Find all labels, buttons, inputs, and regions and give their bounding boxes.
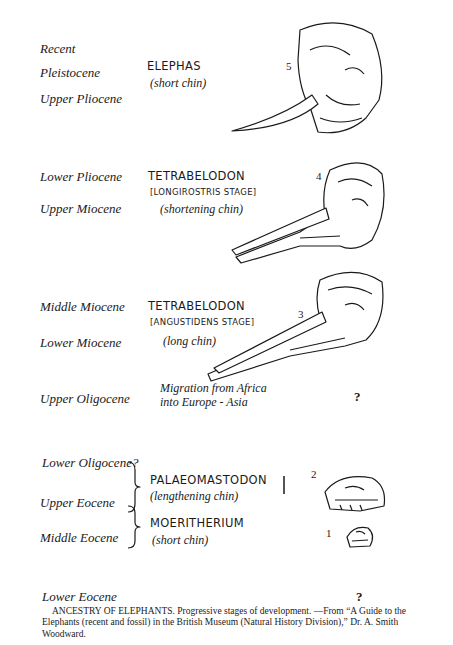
skull-detail xyxy=(300,179,372,238)
skull-detail xyxy=(310,46,364,122)
bracket xyxy=(128,506,140,548)
tusk xyxy=(232,95,318,131)
callout-number: 3 xyxy=(298,308,304,321)
period-label: Lower Miocene xyxy=(40,336,121,351)
period-label: Middle Miocene xyxy=(40,300,125,315)
period-label: Lower Oligocene? xyxy=(42,456,138,471)
chin-note: (long chin) xyxy=(163,335,216,349)
skull-outline xyxy=(325,477,385,511)
unknown-mark: ? xyxy=(356,590,363,605)
genus-name: PALAEOMASTODON xyxy=(150,474,267,487)
period-label: Upper Miocene xyxy=(40,202,121,217)
chin-note: (short chin) xyxy=(150,77,206,91)
migration-note: Migration from Africa into Europe - Asia xyxy=(160,382,288,410)
period-label: Upper Pliocene xyxy=(40,92,122,107)
chin-note: (short chin) xyxy=(152,534,208,548)
skull-detail xyxy=(290,287,372,350)
callout-number: 5 xyxy=(286,60,292,73)
divider-bar xyxy=(283,476,285,494)
skull-outline xyxy=(236,163,384,263)
skull-detail xyxy=(335,486,378,510)
period-label: Upper Eocene xyxy=(40,496,115,511)
period-label: Recent xyxy=(40,42,75,57)
genus-name: MOERITHERIUM xyxy=(150,517,244,530)
genus-name: TETRABELODON xyxy=(148,300,245,313)
period-label: Upper Oligocene xyxy=(40,392,130,407)
period-label: Pleistocene xyxy=(40,66,100,81)
skull-detail xyxy=(352,531,368,541)
genus-name: TETRABELODON xyxy=(148,170,245,183)
figure-caption: ANCESTRY OF ELEPHANTS. Progressive stage… xyxy=(42,606,434,640)
period-label: Middle Eocene xyxy=(40,531,118,546)
tusk xyxy=(232,208,329,255)
skull-outline xyxy=(298,23,382,133)
period-label: Lower Pliocene xyxy=(40,170,122,185)
unknown-mark: ? xyxy=(354,390,361,405)
stage-name: [LONGIROSTRIS STAGE] xyxy=(150,188,256,198)
elephas-skull xyxy=(232,23,382,133)
genus-name: ELEPHAS xyxy=(147,60,201,73)
period-label: Lower Eocene xyxy=(42,590,117,605)
callout-number: 2 xyxy=(311,468,317,481)
chin-note: (shortening chin) xyxy=(160,203,243,217)
palaeomastodon-skull xyxy=(325,477,385,511)
moeritherium-skull xyxy=(347,527,373,547)
callout-number: 4 xyxy=(316,170,322,183)
chin-note: (lengthening chin) xyxy=(150,490,238,504)
tetrabelodon-longirostris-skull xyxy=(232,163,384,263)
stage-name: [ANGUSTIDENS STAGE] xyxy=(150,318,254,328)
callout-number: 1 xyxy=(326,527,332,540)
skull-outline xyxy=(347,527,373,547)
